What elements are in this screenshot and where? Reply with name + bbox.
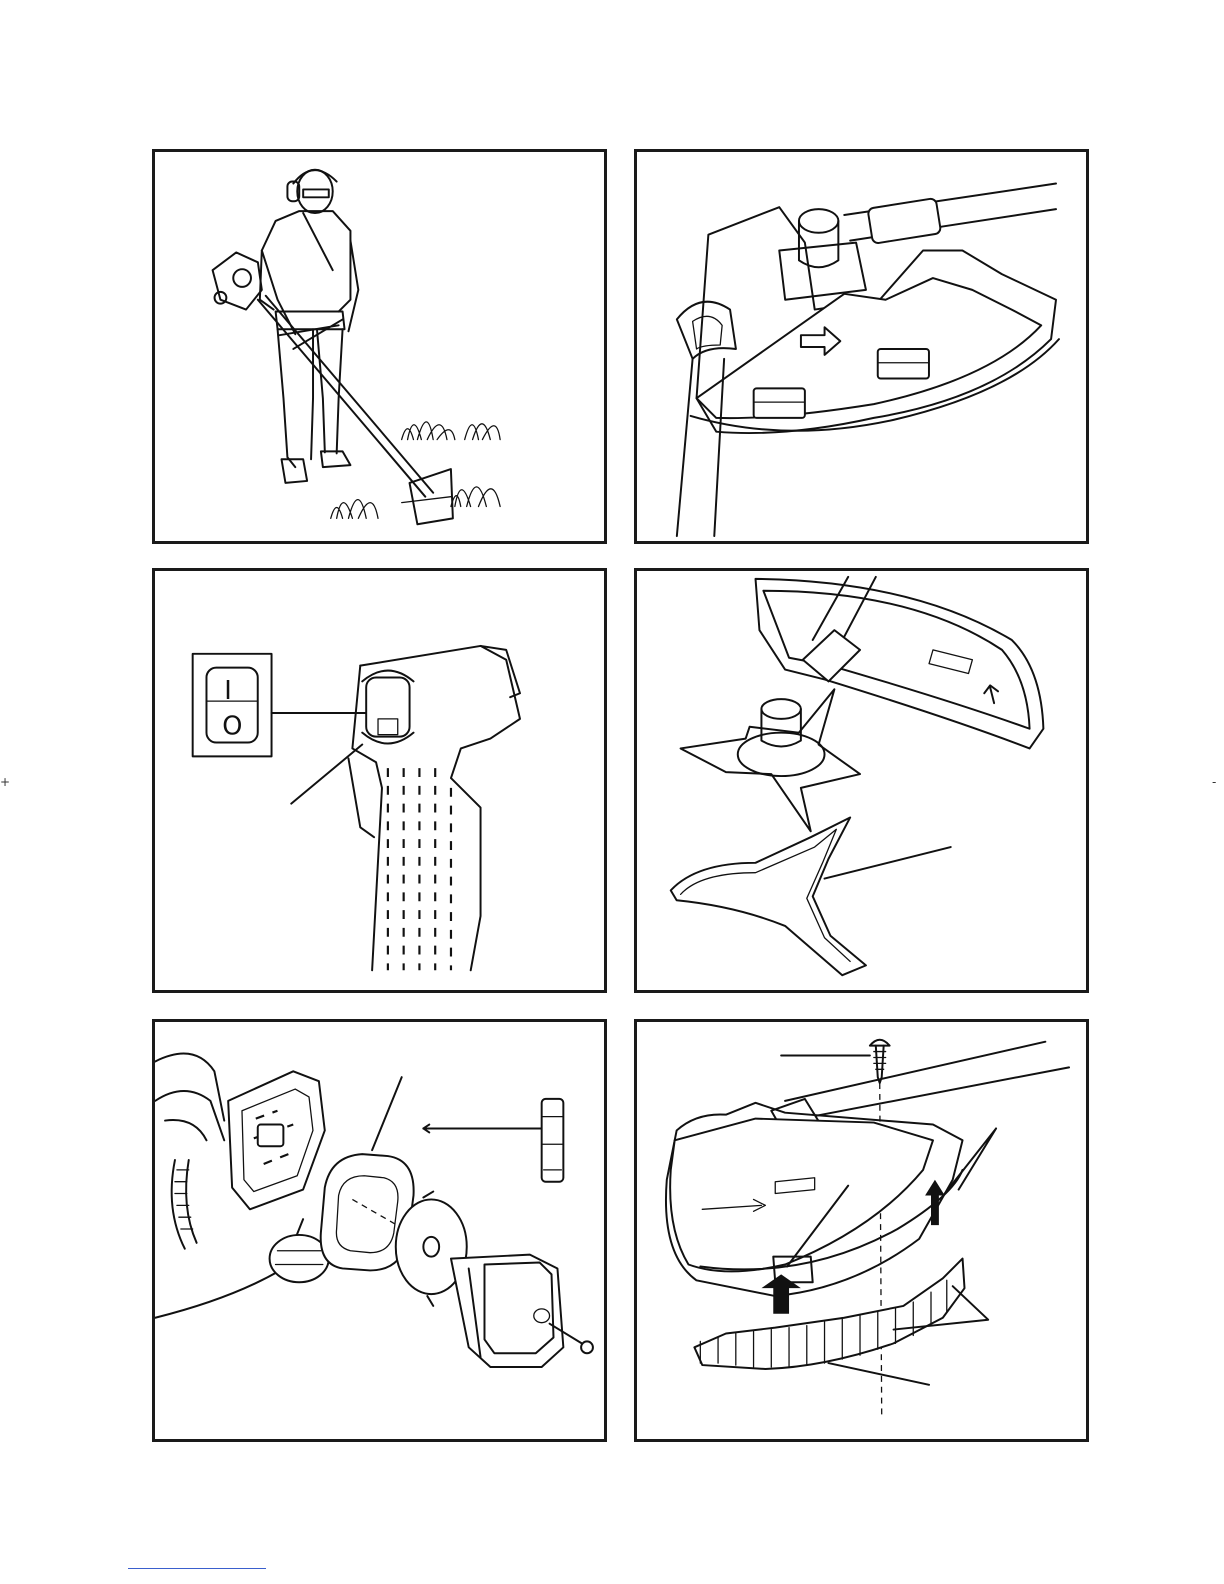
air-filter-illustration (155, 1022, 604, 1439)
footer-rule (128, 1568, 266, 1569)
blade-guard-illustration (637, 571, 1086, 990)
figure-blade-guard-mounting (634, 149, 1089, 544)
trimmer-guard-illustration (637, 1022, 1086, 1439)
crop-mark-left: + (0, 776, 10, 788)
figure-air-filter-service (152, 1019, 607, 1442)
figure-blade-and-transport-guard (634, 568, 1089, 993)
guard-mounting-illustration (637, 152, 1086, 541)
figure-stop-switch: I O (152, 568, 607, 993)
stop-switch-illustration: I O (155, 571, 604, 990)
switch-off-symbol: O (222, 712, 242, 742)
crop-mark-right: - (1212, 776, 1216, 788)
switch-on-symbol: I (224, 676, 232, 706)
figure-operator-with-brushcutter (152, 149, 607, 544)
figure-trimmer-guard-attachment (634, 1019, 1089, 1442)
operator-illustration (155, 152, 604, 541)
